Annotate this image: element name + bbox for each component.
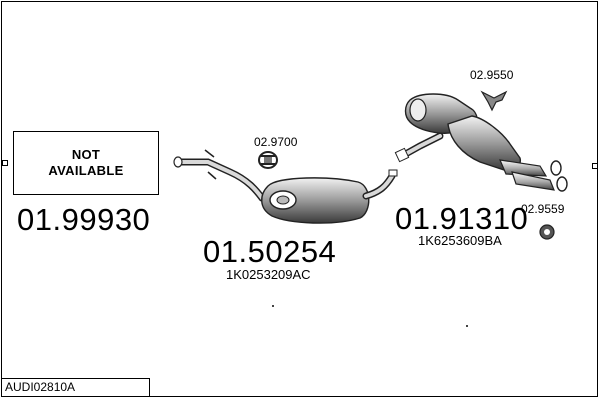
dot-marker	[466, 325, 468, 327]
rear-oem-number: 1K6253609BA	[418, 233, 502, 248]
rubber-ring-label: 02.9559	[521, 202, 565, 216]
clamp-icon	[258, 151, 278, 169]
not-available-line1: NOT	[71, 147, 101, 162]
rear-section	[394, 93, 568, 192]
rear-part-number: 01.91310	[395, 201, 529, 236]
model-code-box: AUDI02810A	[1, 378, 150, 397]
not-available-line2: AVAILABLE	[48, 163, 124, 178]
rubber-ring-icon	[539, 224, 555, 240]
hanger-icon	[480, 90, 508, 112]
left-edge-marker	[2, 160, 8, 166]
middle-oem-number: 1K0253209AC	[226, 267, 311, 282]
not-available-box: NOT AVAILABLE	[13, 131, 159, 195]
clamp-label: 02.9700	[254, 135, 298, 149]
right-edge-marker	[592, 163, 598, 169]
front-part-number: 01.99930	[17, 202, 151, 237]
middle-part-number: 01.50254	[203, 234, 337, 269]
hanger-label: 02.9550	[470, 68, 514, 82]
middle-section	[173, 149, 398, 224]
dot-marker	[272, 305, 274, 307]
